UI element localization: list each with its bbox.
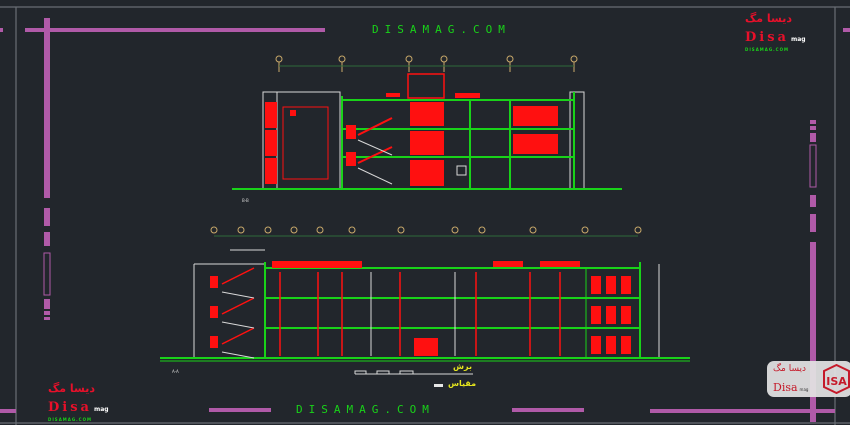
scale-swatch [434,384,443,387]
badge-brand: Disa [773,380,798,394]
axis-markers [275,55,578,72]
lower-section-drawing: A-A [160,226,690,387]
badge-persian: دیسا مگ [773,364,807,374]
logo-url: DISAMAG.COM [48,417,92,423]
lower-section-tag: A-A [172,369,179,374]
scale-bar [354,370,473,375]
logo-persian: دیسا مگ [745,12,793,25]
watermark-bottom: DISAMAG.COM [296,403,435,416]
svg-text:ISA: ISA [826,375,847,388]
logo-brand: Disa [48,400,92,416]
purple-frame [0,18,850,422]
logo-persian: دیسا مگ [48,382,96,395]
logo-suffix: mag [790,36,806,44]
upper-section-drawing: B-B [232,55,622,203]
sheet-border [0,6,850,425]
logo-url: DISAMAG.COM [745,47,789,53]
isa-cube-logo-icon: ISA [823,364,850,394]
section-title: برش [453,362,473,371]
logo-suffix: mag [93,406,109,414]
watermark-top: DISAMAG.COM [372,23,511,36]
scale-label: مقیاس [448,379,477,388]
badge-suffix: mag [799,386,809,392]
upper-section-tag: B-B [242,198,249,203]
logo-brand: Disa [745,30,789,46]
